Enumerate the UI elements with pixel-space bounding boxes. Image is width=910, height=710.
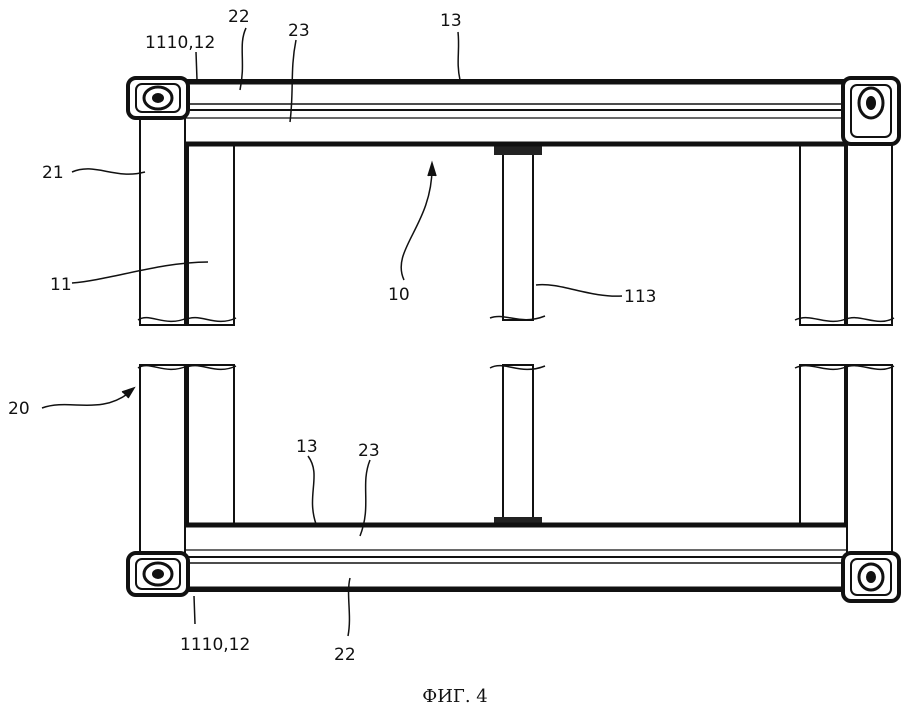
leader-23-bottom: [359, 459, 371, 537]
label-21: 21: [42, 163, 64, 183]
label-10: 10: [388, 285, 410, 305]
leader-113: [535, 283, 623, 297]
leader-22-top: [239, 27, 247, 91]
left-inner-post-top: [184, 144, 237, 326]
leader-22-bottom: [347, 577, 351, 637]
label-23-bottom: 23: [358, 441, 380, 461]
label-13-top: 13: [440, 11, 462, 31]
label-13-bottom: 13: [296, 437, 318, 457]
label-20: 20: [8, 399, 30, 419]
right-outer-post-top: [843, 114, 895, 326]
right-inner-post-bottom: [794, 364, 849, 528]
leader-21: [71, 168, 146, 175]
label-22-bottom: 22: [334, 645, 356, 665]
left-outer-post-bottom: [137, 364, 188, 561]
label-23-top: 23: [288, 21, 310, 41]
corner-bracket-top-right: [841, 76, 901, 146]
leader-13-top: [457, 31, 461, 81]
label-1110-12-top: 1110,12: [145, 33, 215, 53]
center-post-bottom: [489, 364, 546, 526]
top-rail-22: [184, 79, 848, 111]
left-outer-post-top: [137, 114, 188, 326]
label-113: 113: [624, 287, 656, 307]
bottom-rail-23: [184, 522, 848, 558]
right-inner-post-top: [794, 144, 849, 326]
right-outer-post-bottom: [843, 364, 895, 561]
center-post-top: [489, 145, 546, 321]
leader-11: [71, 261, 209, 284]
label-22-top: 22: [228, 7, 250, 27]
leader-lines: [41, 27, 623, 637]
leader-20: [41, 391, 131, 409]
leader-10: [400, 167, 433, 281]
corner-bracket-bottom-left: [126, 551, 190, 597]
corner-bracket-top-left: [126, 76, 190, 120]
corner-bracket-bottom-right: [841, 551, 901, 603]
leader-20-arrow: [121, 386, 136, 399]
figure-caption: ФИГ. 4: [422, 686, 487, 707]
leader-13-bottom: [307, 455, 317, 525]
leader-10-arrow: [427, 160, 437, 177]
leader-1110-12-top: [195, 51, 198, 81]
leader-23-top: [289, 39, 297, 123]
top-rail-23: [184, 109, 848, 147]
label-1110-12-bottom: 1110,12: [180, 635, 250, 655]
bottom-rail-22: [184, 556, 848, 592]
label-11: 11: [50, 275, 72, 295]
left-inner-post-bottom: [184, 364, 237, 528]
leader-1110-12-bottom: [193, 595, 196, 625]
